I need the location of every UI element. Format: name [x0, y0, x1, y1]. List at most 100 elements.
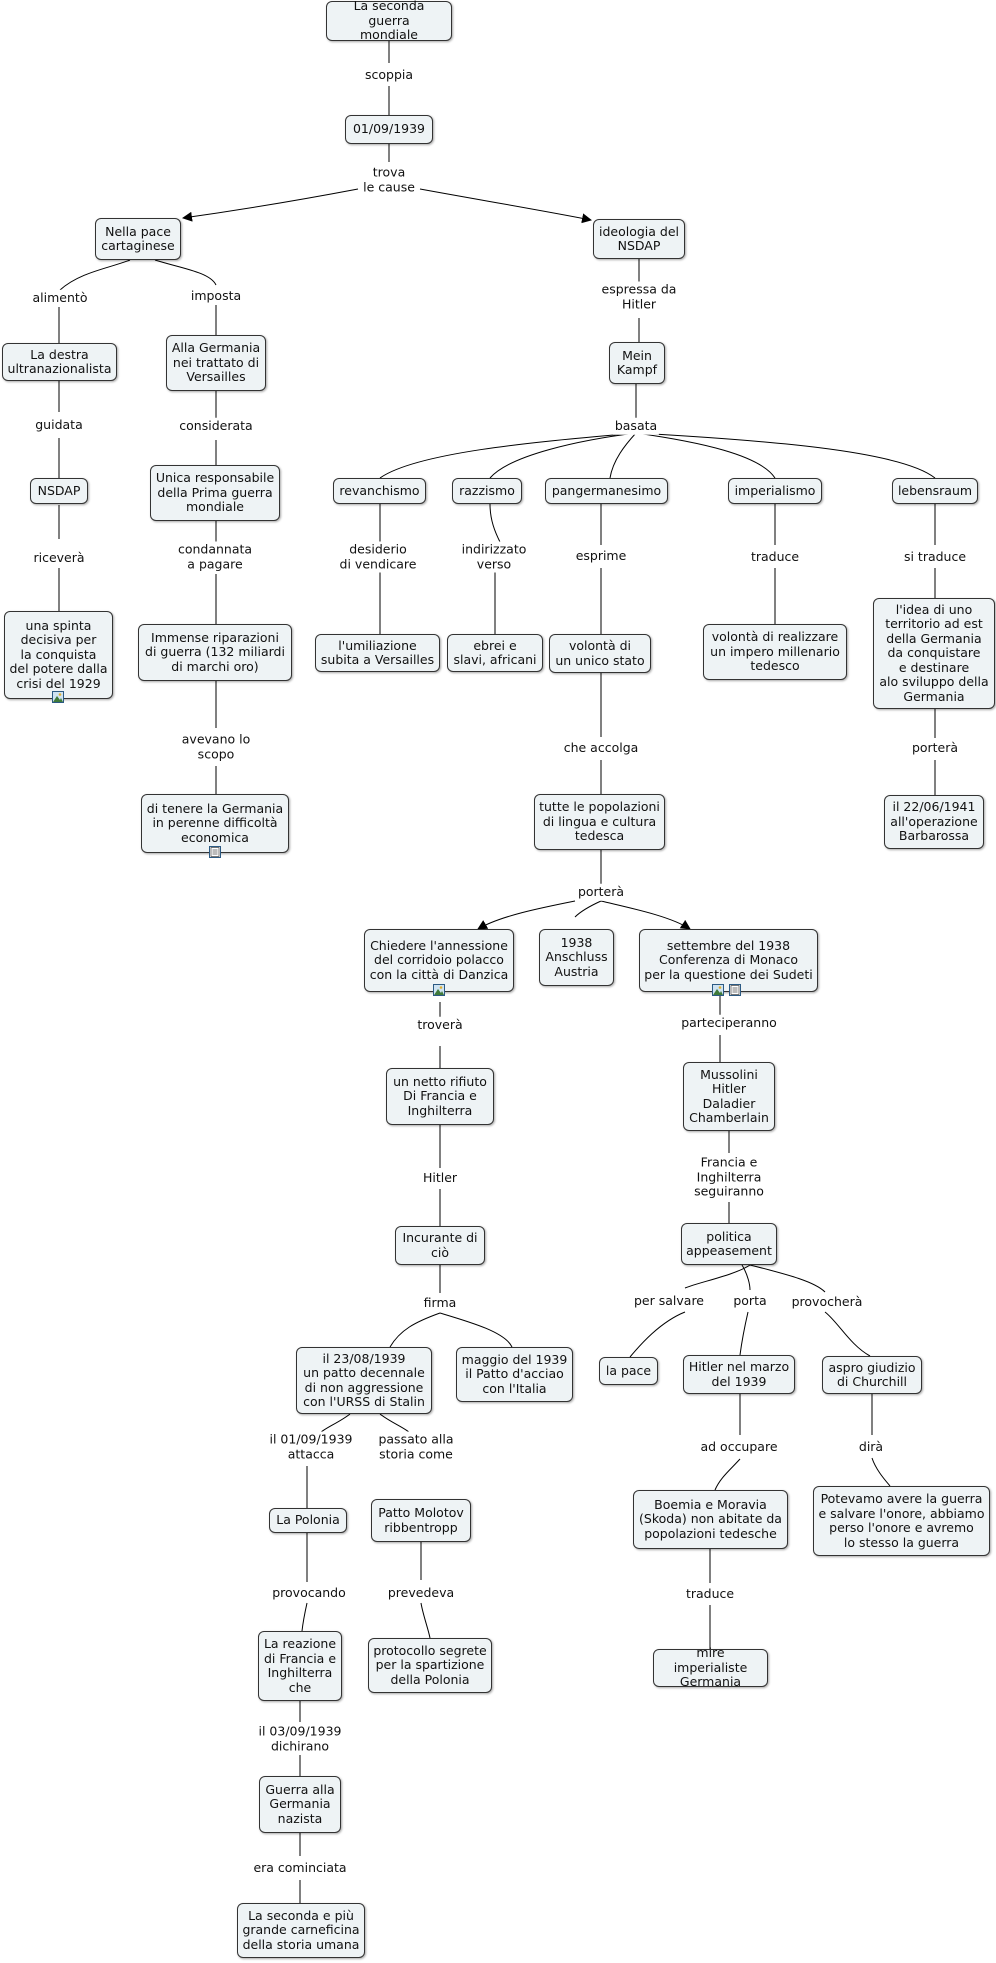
- link-label: Francia e Inghilterra seguiranno: [692, 1154, 766, 1200]
- link-label: il 03/09/1939 dichirano: [256, 1723, 344, 1755]
- document-icon[interactable]: [209, 846, 221, 858]
- concept-node-guerra-germania[interactable]: Guerra alla Germania nazista: [259, 1776, 341, 1833]
- connector: [489, 503, 501, 543]
- connector: [154, 259, 217, 286]
- connector: [574, 900, 602, 918]
- connector: [477, 900, 576, 930]
- connector: [684, 1264, 751, 1289]
- connector: [739, 1311, 749, 1356]
- connector: [389, 1312, 441, 1348]
- link-label: il 01/09/1939 attacca: [267, 1431, 355, 1463]
- concept-node-razzismo[interactable]: razzismo: [452, 478, 522, 504]
- concept-node-boemia-moravia[interactable]: Boemia e Moravia (Skoda) non abitate da …: [633, 1490, 788, 1549]
- image-icon[interactable]: [712, 984, 724, 996]
- concept-node-mein-kampf[interactable]: Mein Kampf: [609, 342, 665, 384]
- image-icon[interactable]: [433, 984, 445, 996]
- image-icon[interactable]: [52, 691, 64, 703]
- concept-node-anschluss[interactable]: 1938 Anschluss Austria: [539, 929, 614, 986]
- concept-node-mire-imperialiste[interactable]: mire imperialiste Germania: [653, 1646, 768, 1689]
- link-label: alimentò: [30, 289, 90, 307]
- link-label: avevano lo scopo: [179, 731, 253, 763]
- concept-node-appeasement[interactable]: politica appeasement: [681, 1223, 777, 1265]
- connector: [379, 1413, 411, 1434]
- link-label: dirà: [856, 1438, 886, 1456]
- link-label: condannata a pagare: [175, 541, 255, 573]
- concept-node-imperialismo[interactable]: imperialismo: [728, 478, 822, 504]
- connector: [59, 259, 131, 291]
- concept-node-nsdap[interactable]: NSDAP: [30, 478, 88, 504]
- link-label: desiderio di vendicare: [337, 541, 419, 573]
- concept-node-incurante[interactable]: Incurante di ciò: [395, 1226, 485, 1265]
- connector: [419, 188, 592, 224]
- link-label: porterà: [575, 883, 627, 901]
- connector: [319, 1413, 351, 1434]
- connector: [629, 1311, 686, 1358]
- connector: [824, 1311, 871, 1357]
- concept-node-molotov-ribbentropp[interactable]: Patto Molotov ribbentropp: [371, 1499, 471, 1542]
- connector: [439, 1312, 513, 1348]
- connector: [420, 1602, 431, 1639]
- link-label: ad occupare: [698, 1438, 780, 1456]
- connector: [749, 1264, 826, 1293]
- concept-node-ideologia-nsdap[interactable]: ideologia del NSDAP: [593, 219, 685, 259]
- link-label: scoppia: [362, 66, 416, 84]
- link-label: per salvare: [632, 1292, 706, 1310]
- concept-node-netto-rifiuto[interactable]: un netto rifiuto Di Francia e Inghilterr…: [386, 1068, 494, 1125]
- link-label: era cominciata: [251, 1859, 349, 1877]
- concept-node-umiliazione[interactable]: l'umiliazione subita a Versailles: [315, 634, 440, 672]
- connector: [741, 1264, 751, 1291]
- concept-node-ebrei-slavi[interactable]: ebrei e slavi, africani: [447, 634, 543, 672]
- connector: [609, 432, 637, 479]
- link-label: traduce: [748, 548, 802, 566]
- concept-node-popolazioni-tedesche[interactable]: tutte le popolazioni di lingua e cultura…: [534, 794, 665, 850]
- concept-node-conferenza-monaco[interactable]: settembre del 1938 Conferenza di Monaco …: [639, 929, 818, 992]
- link-label: esprime: [573, 547, 629, 565]
- concept-node-corridoio-polacco[interactable]: Chiedere l'annessione del corridoio pola…: [364, 929, 514, 992]
- link-label: riceverà: [31, 549, 87, 567]
- concept-node-pangermanesimo[interactable]: pangermanesimo: [545, 478, 668, 504]
- concept-node-difficolta-economica[interactable]: di tenere la Germania in perenne diffico…: [141, 794, 289, 853]
- concept-node-destra-ultranazionalista[interactable]: La destra ultranazionalista: [2, 343, 117, 381]
- connector: [489, 432, 637, 479]
- document-icon[interactable]: [729, 984, 741, 996]
- concept-node-la-polonia[interactable]: La Polonia: [269, 1508, 347, 1533]
- concept-node-giudizio-churchill[interactable]: aspro giudizio di Churchill: [822, 1356, 922, 1394]
- connector: [182, 188, 359, 222]
- concept-node-patto-acciaio[interactable]: maggio del 1939 il Patto d'acciao con l'…: [456, 1347, 573, 1402]
- concept-node-impero-millenario[interactable]: volontà di realizzare un impero millenar…: [703, 624, 847, 680]
- link-label: che accolga: [561, 739, 641, 757]
- concept-node-unico-stato[interactable]: volontà di un unico stato: [549, 634, 651, 673]
- link-label: espressa da Hitler: [599, 281, 679, 313]
- concept-node-trattato-versailles[interactable]: Alla Germania nei trattato di Versailles: [166, 335, 266, 391]
- link-label: provocherà: [789, 1293, 865, 1311]
- concept-node-date-start[interactable]: 01/09/1939: [345, 115, 433, 144]
- concept-node-lebensraum[interactable]: lebensraum: [892, 478, 978, 504]
- link-label: porta: [731, 1292, 769, 1310]
- link-label: passato alla storia come: [376, 1431, 456, 1463]
- concept-node-riparazioni[interactable]: Immense riparazioni di guerra (132 milia…: [138, 624, 292, 681]
- concept-node-pace-cartaginese[interactable]: Nella pace cartaginese: [95, 218, 181, 260]
- concept-node-la-pace[interactable]: la pace: [599, 1357, 658, 1385]
- link-label: imposta: [188, 287, 244, 305]
- link-label: indirizzato verso: [459, 541, 529, 573]
- concept-node-revanchismo[interactable]: revanchismo: [333, 478, 426, 504]
- concept-node-territorio-est[interactable]: l'idea di uno territorio ad est della Ge…: [873, 598, 995, 709]
- concept-node-hitler-marzo[interactable]: Hitler nel marzo del 1939: [683, 1355, 795, 1394]
- concept-node-spinta-decisiva[interactable]: una spinta decisiva per la conquista del…: [4, 611, 113, 699]
- link-label: basata: [612, 417, 660, 435]
- connector: [379, 432, 637, 479]
- link-label: firma: [421, 1294, 459, 1312]
- concept-node-unica-responsabile[interactable]: Unica responsabile della Prima guerra mo…: [150, 465, 280, 521]
- concept-node-citazione-churchill[interactable]: Potevamo avere la guerra e salvare l'ono…: [813, 1486, 990, 1556]
- concept-node-carneficina[interactable]: La seconda e più grande carneficina dell…: [237, 1903, 365, 1958]
- concept-node-protocollo-segreto[interactable]: protocollo segrete per la spartizione de…: [368, 1638, 492, 1693]
- concept-node-barbarossa[interactable]: il 22/06/1941 all'operazione Barbarossa: [884, 795, 984, 849]
- concept-node-reazione-francia[interactable]: La reazione di Francia e Inghilterra che: [258, 1631, 342, 1701]
- connector: [301, 1602, 308, 1632]
- connector: [635, 432, 936, 479]
- concept-node-partecipanti[interactable]: Mussolini Hitler Daladier Chamberlain: [683, 1062, 775, 1131]
- link-label: troverà: [415, 1016, 465, 1034]
- concept-node-seconda-guerra[interactable]: La seconda guerra mondiale: [326, 0, 452, 42]
- connector: [871, 1457, 891, 1487]
- concept-node-patto-non-aggressione[interactable]: il 23/08/1939 un patto decennale di non …: [296, 1347, 432, 1414]
